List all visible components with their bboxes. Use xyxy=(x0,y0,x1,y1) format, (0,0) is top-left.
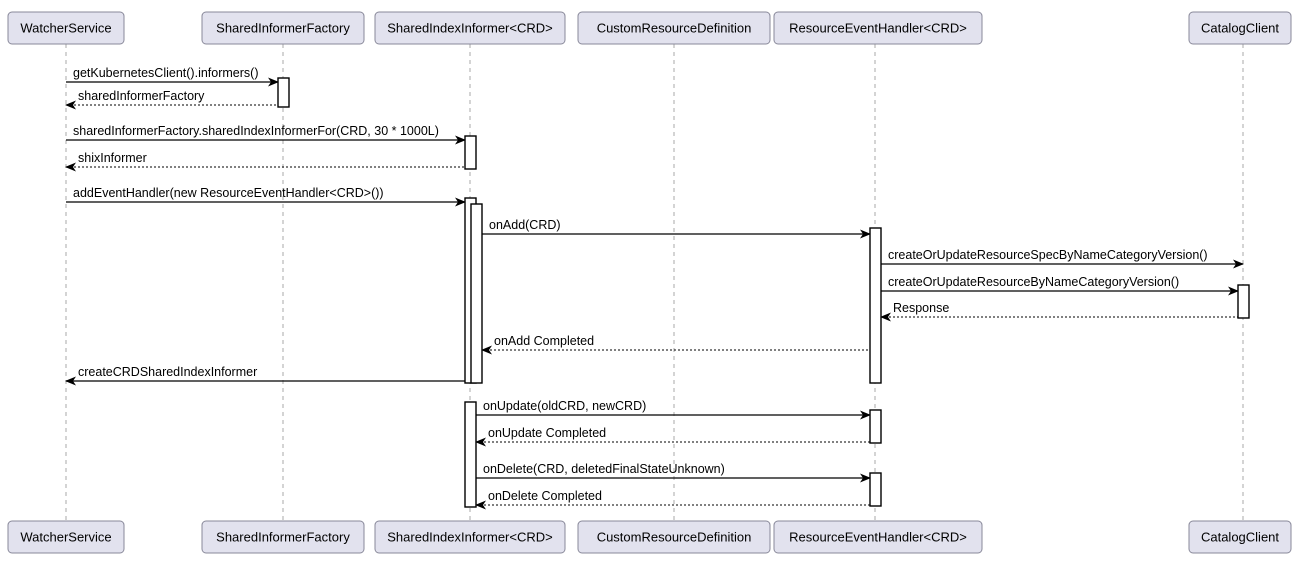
message-label: onAdd(CRD) xyxy=(489,218,561,232)
activation-bar-handler xyxy=(869,409,882,444)
message-label: onAdd Completed xyxy=(494,334,594,348)
participants-layer: WatcherServiceWatcherServiceSharedInform… xyxy=(7,11,1292,554)
message-m13[interactable]: onUpdate Completed xyxy=(475,426,870,447)
participant-header-informer[interactable]: SharedIndexInformer<CRD> xyxy=(374,11,566,45)
message-m11[interactable]: createCRDSharedIndexInformer xyxy=(65,365,465,386)
message-label: onUpdate Completed xyxy=(488,426,606,440)
message-m7[interactable]: createOrUpdateResourceSpecByNameCategory… xyxy=(881,248,1244,269)
participant-footer-informer[interactable]: SharedIndexInformer<CRD> xyxy=(374,520,566,554)
message-label: createCRDSharedIndexInformer xyxy=(78,365,257,379)
message-label: onDelete Completed xyxy=(488,489,602,503)
activation-bar-factory xyxy=(277,77,290,108)
participant-box[interactable] xyxy=(773,11,983,45)
activation-bar-handler xyxy=(869,227,882,384)
participant-box[interactable] xyxy=(7,11,125,45)
message-m14[interactable]: onDelete(CRD, deletedFinalStateUnknown) xyxy=(476,462,871,483)
participant-header-watcher[interactable]: WatcherService xyxy=(7,11,125,45)
participant-header-crd[interactable]: CustomResourceDefinition xyxy=(577,11,771,45)
participant-header-handler[interactable]: ResourceEventHandler<CRD> xyxy=(773,11,983,45)
participant-label: WatcherService xyxy=(20,20,111,35)
message-m10[interactable]: onAdd Completed xyxy=(481,334,870,355)
participant-label: ResourceEventHandler<CRD> xyxy=(789,529,967,544)
message-m1[interactable]: getKubernetesClient().informers() xyxy=(66,66,279,87)
participant-label: SharedIndexInformer<CRD> xyxy=(387,529,552,544)
participant-box[interactable] xyxy=(201,11,365,45)
participant-box[interactable] xyxy=(7,520,125,554)
participant-footer-catalog[interactable]: CatalogClient xyxy=(1188,520,1292,554)
message-label: createOrUpdateResourceSpecByNameCategory… xyxy=(888,248,1208,262)
participant-label: CustomResourceDefinition xyxy=(597,529,752,544)
participant-box[interactable] xyxy=(773,520,983,554)
participant-header-catalog[interactable]: CatalogClient xyxy=(1188,11,1292,45)
participant-box[interactable] xyxy=(374,11,566,45)
message-label: getKubernetesClient().informers() xyxy=(73,66,259,80)
message-m15[interactable]: onDelete Completed xyxy=(475,489,870,510)
messages-layer: getKubernetesClient().informers() sharedI… xyxy=(65,66,1244,510)
message-label: onUpdate(oldCRD, newCRD) xyxy=(483,399,646,413)
participant-box[interactable] xyxy=(577,11,771,45)
activation-bar-informer xyxy=(464,401,477,508)
message-m9[interactable]: Response xyxy=(880,301,1238,322)
participant-box[interactable] xyxy=(374,520,566,554)
message-label: shixInformer xyxy=(78,151,147,165)
message-m12[interactable]: onUpdate(oldCRD, newCRD) xyxy=(476,399,871,420)
activation-bar-informer xyxy=(470,203,483,384)
participant-footer-handler[interactable]: ResourceEventHandler<CRD> xyxy=(773,520,983,554)
participant-box[interactable] xyxy=(577,520,771,554)
message-m8[interactable]: createOrUpdateResourceByNameCategoryVers… xyxy=(881,275,1239,296)
participant-label: CatalogClient xyxy=(1201,20,1279,35)
participant-label: WatcherService xyxy=(20,529,111,544)
message-label: onDelete(CRD, deletedFinalStateUnknown) xyxy=(483,462,725,476)
participant-label: SharedInformerFactory xyxy=(216,20,350,35)
participant-label: SharedInformerFactory xyxy=(216,529,350,544)
message-label: sharedInformerFactory.sharedIndexInforme… xyxy=(73,124,439,138)
message-label: Response xyxy=(893,301,949,315)
participant-footer-watcher[interactable]: WatcherService xyxy=(7,520,125,554)
participant-box[interactable] xyxy=(1188,520,1292,554)
activation-bar-handler xyxy=(869,472,882,507)
activation-bar-catalog xyxy=(1237,284,1250,319)
message-m5[interactable]: addEventHandler(new ResourceEventHandler… xyxy=(66,186,466,207)
activation-bar-informer xyxy=(464,135,477,170)
participant-header-factory[interactable]: SharedInformerFactory xyxy=(201,11,365,45)
participant-box[interactable] xyxy=(201,520,365,554)
message-m4[interactable]: shixInformer xyxy=(65,151,465,172)
activations-layer xyxy=(277,77,1250,508)
message-label: addEventHandler(new ResourceEventHandler… xyxy=(73,186,384,200)
message-label: sharedInformerFactory xyxy=(78,89,205,103)
participant-label: ResourceEventHandler<CRD> xyxy=(789,20,967,35)
message-m3[interactable]: sharedInformerFactory.sharedIndexInforme… xyxy=(66,124,466,145)
participant-box[interactable] xyxy=(1188,11,1292,45)
message-m2[interactable]: sharedInformerFactory xyxy=(65,89,278,110)
participant-label: CatalogClient xyxy=(1201,529,1279,544)
participant-label: SharedIndexInformer<CRD> xyxy=(387,20,552,35)
message-label: createOrUpdateResourceByNameCategoryVers… xyxy=(888,275,1179,289)
message-m6[interactable]: onAdd(CRD) xyxy=(482,218,871,239)
participant-label: CustomResourceDefinition xyxy=(597,20,752,35)
participant-footer-factory[interactable]: SharedInformerFactory xyxy=(201,520,365,554)
participant-footer-crd[interactable]: CustomResourceDefinition xyxy=(577,520,771,554)
